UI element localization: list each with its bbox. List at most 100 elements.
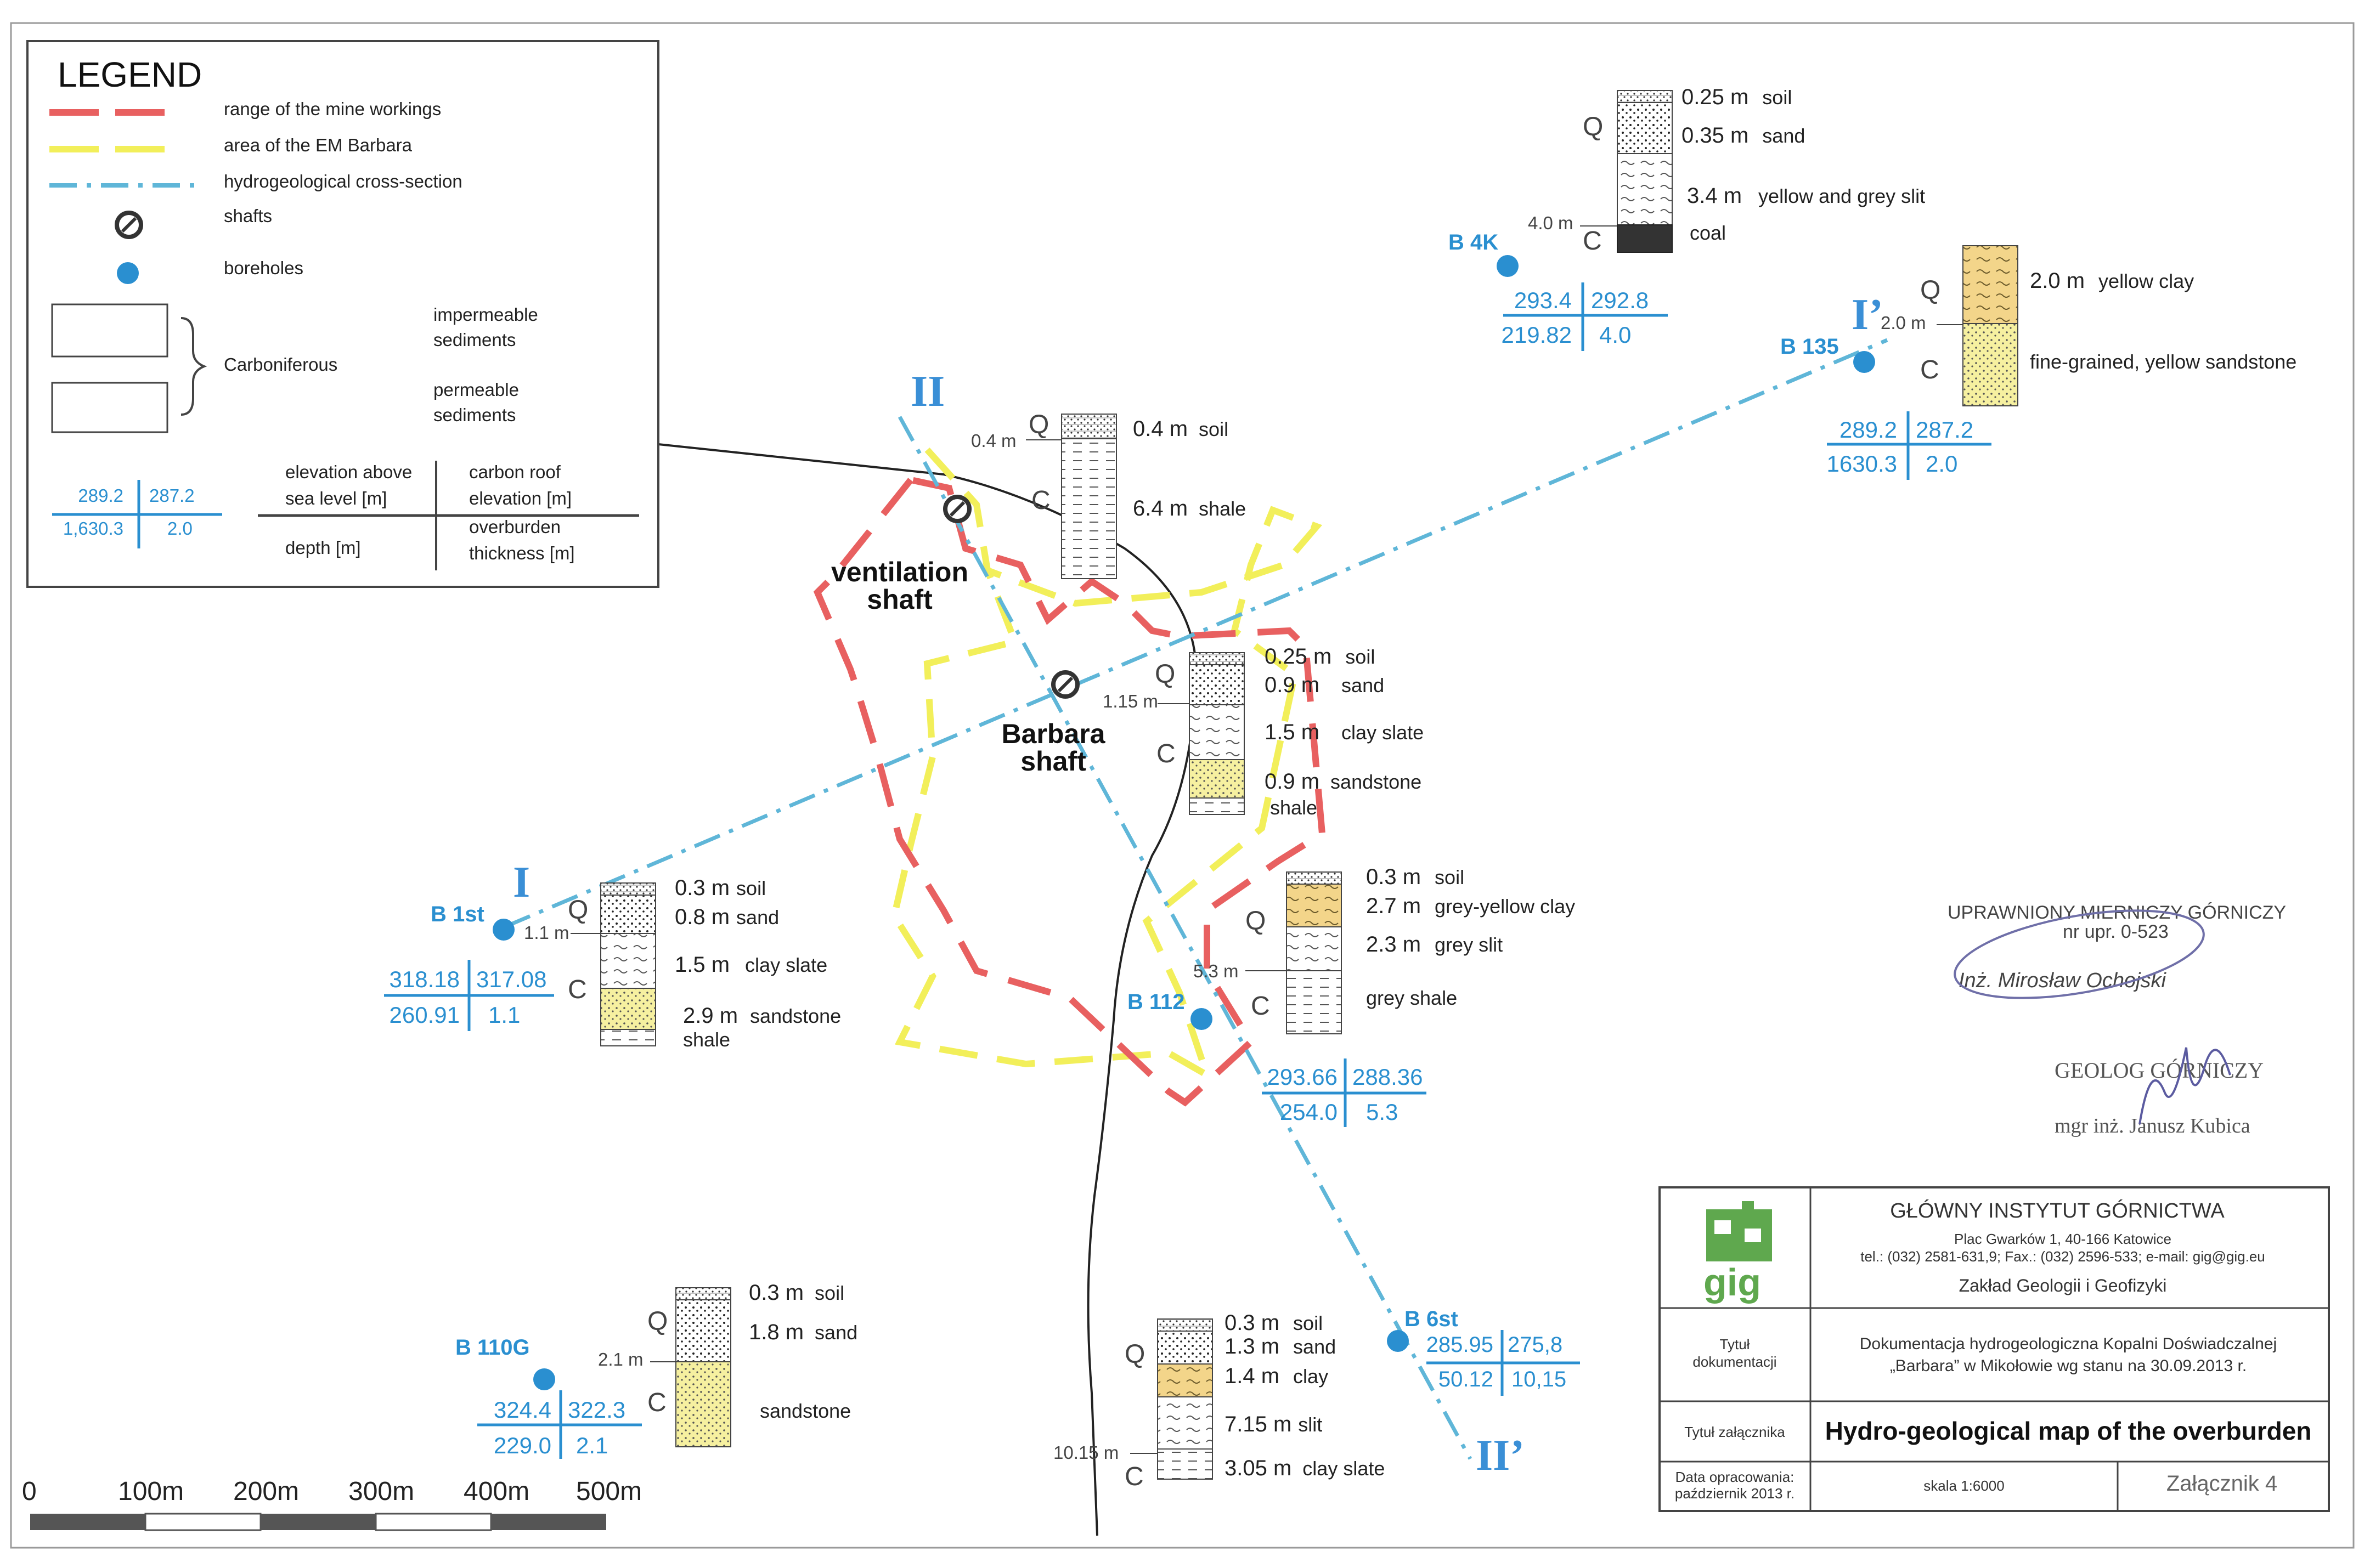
scale-tick-400: 400m [464,1477,529,1506]
b1st-marker-icon [493,919,515,941]
b110g-depth-label: 2.1 m [598,1349,644,1369]
scale-tick-100: 100m [118,1477,184,1506]
section-label-II-prime: II’ [1476,1431,1525,1480]
surveyor-stamp: UPRAWNIONY MIERNICZY GÓRNICZY nr upr. 0-… [1948,902,2286,1137]
ventilation-shaft-icon[interactable] [943,495,972,523]
b112-c: C [1251,992,1270,1021]
legend-key-elev: 289.2 [78,485,123,506]
legend: LEGEND range of the mine workings area o… [26,40,659,588]
b135-name: B 135 [1780,335,1839,359]
b135-roof: 287.2 [1916,417,1973,443]
b4k-q: Q [1583,112,1603,141]
b112-depth: 254.0 [1280,1099,1338,1125]
b6st-c: C [1125,1462,1144,1491]
gig-logo [1706,1201,1772,1261]
barbara-shaft-icon[interactable] [1051,670,1080,699]
vent-depth-label: 0.4 m [971,431,1017,451]
borehole-b4k[interactable]: B 4K 293.4 292.8 219.82 4.0 Q C 4.0 m 0.… [1448,85,1925,351]
borehole-b6st[interactable]: B 6st 285.95 275,8 50.12 10,15 Q C 10.15… [1053,1307,1580,1491]
b1st-c: C [568,975,587,1004]
b6st-thickness: 10,15 [1511,1367,1566,1391]
em-barbara-area [890,447,1323,1083]
scale-tick-300: 300m [348,1477,414,1506]
b135-layer-2: fine-grained, yellow sandstone [2030,350,2296,373]
section-label-I-prime: I’ [1852,291,1883,339]
barbara-col-layer-5: shale [1270,796,1317,819]
b112-q: Q [1245,907,1266,936]
date-label: Data opracowania:październik 2013 r. [1675,1469,1795,1502]
b4k-roof: 292.8 [1591,287,1649,313]
org-address: Plac Gwarków 1, 40-166 Katowice [1954,1231,2171,1247]
signature-mark-1 [1954,909,2205,999]
b135-c: C [1920,355,1939,384]
b1st-name: B 1st [431,902,484,926]
legend-shaft-icon [115,211,143,239]
b112-depth-label: 5.3 m [1193,961,1239,981]
b4k-elevation: 293.4 [1514,287,1572,313]
borehole-b1st[interactable]: B 1st 318.18 317.08 260.91 1.1 Q C 1.1 m… [384,876,841,1051]
annex-number: Załącznik 4 [2166,1471,2277,1496]
legend-key-depth: 1,630.3 [63,518,123,539]
b112-marker-icon [1190,1008,1212,1030]
vent-q: Q [1029,410,1049,439]
b110g-marker-icon [533,1368,555,1390]
org-dept: Zakład Geologii i Geofizyki [1959,1276,2167,1295]
b112-layer-4: grey shale [1366,987,1457,1009]
b4k-depth-label: 4.0 m [1528,213,1573,233]
road-line [658,443,1198,1536]
attachment-label: Tytuł załącznika [1684,1424,1785,1440]
section-label-I: I [513,858,530,907]
scale-bar: 0 100m 200m 300m 400m 500m [22,1477,642,1531]
mine-range [813,476,1326,1107]
map-scale: skala 1:6000 [1923,1478,2004,1494]
borehole-b135[interactable]: B 135 289.2 287.2 1630.3 2.0 Q C 2.0 m 2… [1780,245,2296,480]
doc-title: Dokumentacja hydrogeologiczna Kopalni Do… [1860,1335,2277,1375]
b4k-name: B 4K [1448,230,1498,254]
cross-section-I [504,338,1888,929]
b110g-c: C [647,1388,667,1417]
legend-borehole-icon [117,262,139,284]
signature-mark-2 [2138,1047,2231,1125]
b6st-roof: 275,8 [1508,1333,1562,1357]
barbara-col-c: C [1156,739,1176,768]
b6st-elevation: 285.95 [1426,1333,1493,1357]
b112-thickness: 5.3 [1366,1099,1398,1125]
vent-c: C [1031,486,1051,515]
legend-title: LEGEND [58,55,202,94]
legend-key-roof: 287.2 [149,485,195,506]
gig-logo-text: gig [1703,1261,1761,1304]
attachment-title: Hydro-geological map of the overburden [1825,1417,2312,1445]
stamp-line2: nr upr. 0-523 [2063,921,2169,942]
legend-carboniferous: Carboniferous [224,354,337,375]
borehole-b112[interactable]: B 112 293.66 288.36 254.0 5.3 Q C 5.3 m … [1127,865,1575,1127]
org-contact: tel.: (032) 2581-631,9; Fax.: (032) 2596… [1860,1248,2265,1265]
stamp-line5: mgr inż. Janusz Kubica [2055,1114,2250,1137]
b4k-layer-4: coal [1690,222,1726,244]
borehole-b110g[interactable]: B 110G 324.4 322.3 229.0 2.1 Q C 2.1 m 0… [455,1281,857,1459]
cross-section-II [898,416,1472,1460]
b6st-name: B 6st [1404,1307,1458,1331]
legend-shafts: shafts [224,206,272,226]
b1st-depth-label: 1.1 m [524,922,569,943]
